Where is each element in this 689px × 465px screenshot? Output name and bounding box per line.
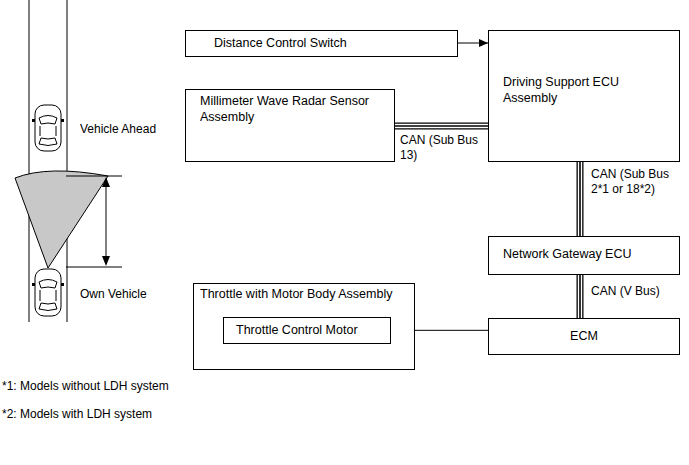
can-bus-line — [395, 126, 488, 127]
sensor-box: Millimeter Wave Radar Sensor Assembly — [185, 89, 395, 162]
motor-box: Throttle Control Motor — [223, 317, 391, 344]
dimension-tick — [66, 176, 122, 177]
bus-label: CAN (Sub Bus 13) — [400, 133, 482, 163]
bus-outer — [577, 162, 584, 236]
bus-core — [579, 275, 581, 318]
box-text: Millimeter Wave Radar Sensor Assembly — [200, 94, 386, 125]
box-text: Network Gateway ECU — [503, 247, 673, 263]
ecu-box: Driving Support ECU Assembly — [488, 30, 680, 162]
signal-arrow — [458, 43, 488, 44]
can-bus-line — [580, 162, 581, 236]
arrow-line — [458, 43, 488, 44]
bus-gap — [578, 162, 582, 236]
vehicle-ahead — [32, 105, 64, 151]
bus-gap — [395, 124, 488, 128]
box-text: Driving Support ECU Assembly — [503, 75, 671, 106]
footnote: *2: Models with LDH system — [2, 407, 152, 422]
box-text: Throttle Control Motor — [236, 323, 384, 339]
vehicle-label: Vehicle Ahead — [80, 122, 156, 137]
box-text: Distance Control Switch — [214, 36, 449, 52]
box-text: ECM — [495, 329, 673, 345]
box-text: Throttle with Motor Body Assembly — [200, 287, 408, 303]
radar-fan — [15, 171, 108, 268]
road-line — [29, 0, 30, 322]
can-bus-line — [580, 275, 581, 318]
gateway-box: Network Gateway ECU — [488, 236, 680, 275]
distance-arrow — [106, 186, 107, 257]
vehicle-label: Own Vehicle — [80, 287, 147, 302]
bus-label: CAN (V Bus) — [591, 284, 681, 299]
bus-outer — [577, 275, 584, 318]
bus-gap — [578, 275, 582, 318]
bus-outer — [395, 123, 488, 130]
bus-label: CAN (Sub Bus 2*1 or 18*2) — [591, 167, 685, 197]
own-vehicle — [32, 269, 64, 316]
dimension-tick — [66, 267, 122, 268]
arrow-head — [102, 177, 110, 266]
assembly-box: Throttle with Motor Body AssemblyThrottl… — [193, 283, 415, 370]
bus-core — [579, 162, 581, 236]
ecm-box: ECM — [488, 318, 680, 355]
switch-box: Distance Control Switch — [185, 30, 458, 57]
footnote: *1: Models without LDH system — [2, 379, 169, 394]
bus-core — [395, 125, 488, 127]
road-line — [67, 0, 68, 322]
